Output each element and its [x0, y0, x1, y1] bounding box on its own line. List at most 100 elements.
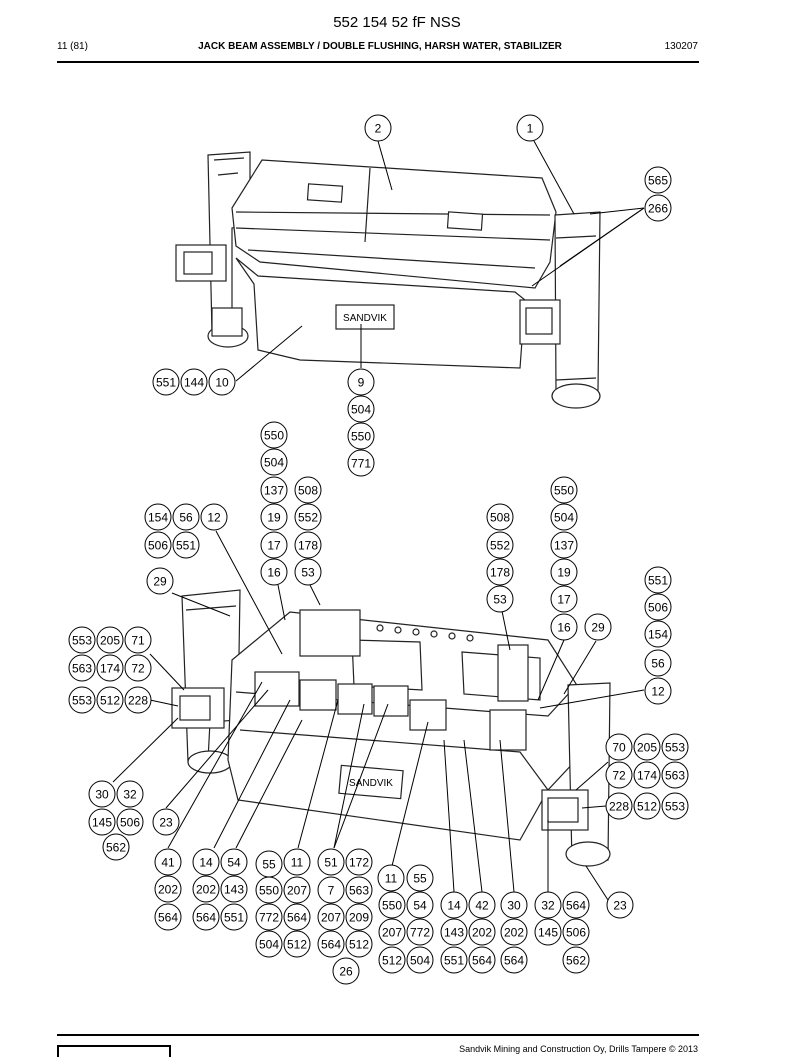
- callout-label: 16: [267, 566, 281, 580]
- callout-bubble: 202: [154, 875, 182, 903]
- callout-bubble: 504: [260, 448, 288, 476]
- callout-label: 504: [410, 954, 430, 968]
- callout-bubble: 143: [220, 875, 248, 903]
- callout-label: 205: [100, 634, 120, 648]
- callout-label: 10: [215, 376, 229, 390]
- callout-label: 17: [557, 593, 571, 607]
- callout-bubble: 553: [68, 686, 96, 714]
- callout-label: 137: [264, 484, 284, 498]
- callout-label: 29: [591, 621, 605, 635]
- callout-label: 564: [566, 899, 586, 913]
- callout-bubble: 512: [633, 792, 661, 820]
- callout-bubble: 137: [260, 476, 288, 504]
- callout-label: 11: [385, 872, 398, 886]
- leader-lines: [112, 140, 645, 901]
- callout-bubble: 550: [347, 422, 375, 450]
- callout-label: 552: [298, 511, 318, 525]
- callout-bubble: 202: [192, 875, 220, 903]
- callout-label: 54: [413, 899, 427, 913]
- callout-bubble: 70: [605, 733, 633, 761]
- callout-label: 512: [382, 954, 402, 968]
- callout-bubble: 55: [255, 850, 283, 878]
- callout-bubble: 1: [516, 114, 544, 142]
- callout-bubble: 202: [500, 918, 528, 946]
- callout-label: 32: [541, 899, 555, 913]
- callout-bubble: 16: [260, 558, 288, 586]
- callout-bubble: 26: [332, 957, 360, 985]
- callout-bubble: 506: [116, 808, 144, 836]
- callout-label: 11: [291, 856, 304, 870]
- callout-bubble: 772: [255, 903, 283, 931]
- callout-bubble: 178: [486, 558, 514, 586]
- callout-label: 207: [382, 926, 402, 940]
- callout-label: 2: [375, 122, 382, 136]
- svg-text:SANDVIK: SANDVIK: [343, 313, 387, 324]
- callout-bubble: 12: [200, 503, 228, 531]
- document-date: 130207: [664, 41, 698, 52]
- callout-bubble: 145: [534, 918, 562, 946]
- callout-label: 771: [351, 457, 371, 471]
- callout-bubble: 553: [661, 733, 689, 761]
- callout-label: 41: [161, 856, 175, 870]
- footer-logo: [57, 1045, 171, 1057]
- callout-label: 565: [648, 174, 668, 188]
- callout-bubble: 512: [283, 930, 311, 958]
- callout-bubble: 553: [68, 626, 96, 654]
- callout-bubble: 266: [644, 194, 672, 222]
- callout-label: 42: [475, 899, 489, 913]
- callout-label: 19: [267, 511, 281, 525]
- callout-bubble: 508: [294, 476, 322, 504]
- document-title: JACK BEAM ASSEMBLY / DOUBLE FLUSHING, HA…: [198, 41, 562, 52]
- callout-label: 17: [267, 539, 281, 553]
- callout-label: 512: [100, 694, 120, 708]
- callout-label: 512: [637, 800, 657, 814]
- callout-label: 508: [298, 484, 318, 498]
- callout-label: 551: [648, 574, 668, 588]
- callout-label: 506: [566, 926, 586, 940]
- callout-label: 202: [504, 926, 524, 940]
- callout-label: 71: [131, 634, 145, 648]
- callout-label: 14: [199, 856, 213, 870]
- svg-text:SANDVIK: SANDVIK: [349, 778, 393, 789]
- callout-label: 56: [179, 511, 193, 525]
- callout-bubble: 508: [486, 503, 514, 531]
- header-rule: [57, 61, 699, 63]
- callout-bubble: 174: [96, 654, 124, 682]
- callout-bubble: 504: [406, 946, 434, 974]
- callout-bubble: 512: [96, 686, 124, 714]
- callout-bubble: 178: [294, 531, 322, 559]
- callout-label: 1: [527, 122, 534, 136]
- document-code: 552 154 52 fF NSS: [333, 14, 461, 31]
- callout-label: 564: [321, 938, 341, 952]
- callout-label: 504: [264, 456, 284, 470]
- callout-bubble: 17: [550, 585, 578, 613]
- callout-label: 564: [504, 954, 524, 968]
- callout-label: 564: [287, 911, 307, 925]
- callout-label: 26: [339, 965, 353, 979]
- callout-label: 7: [328, 884, 335, 898]
- callout-label: 172: [349, 856, 369, 870]
- callout-label: 553: [665, 741, 685, 755]
- callout-label: 54: [227, 856, 241, 870]
- callout-label: 551: [156, 376, 176, 390]
- callout-label: 16: [557, 621, 571, 635]
- callout-label: 12: [207, 511, 221, 525]
- callout-label: 506: [120, 816, 140, 830]
- callout-bubble: 14: [192, 848, 220, 876]
- callout-label: 70: [612, 741, 626, 755]
- callout-label: 32: [123, 788, 137, 802]
- callout-bubble: 551: [440, 946, 468, 974]
- callout-bubble: 506: [144, 531, 172, 559]
- callout-label: 9: [358, 376, 365, 390]
- callout-bubble: 30: [500, 891, 528, 919]
- callout-bubble: 504: [550, 503, 578, 531]
- callout-label: 143: [444, 926, 464, 940]
- callout-bubble: 10: [208, 368, 236, 396]
- callout-bubble: 32: [116, 780, 144, 808]
- callout-bubble: 143: [440, 918, 468, 946]
- callout-bubble: 565: [644, 166, 672, 194]
- callout-bubble: 30: [88, 780, 116, 808]
- callout-bubble: 23: [152, 808, 180, 836]
- callout-label: 53: [301, 566, 315, 580]
- callout-label: 550: [259, 884, 279, 898]
